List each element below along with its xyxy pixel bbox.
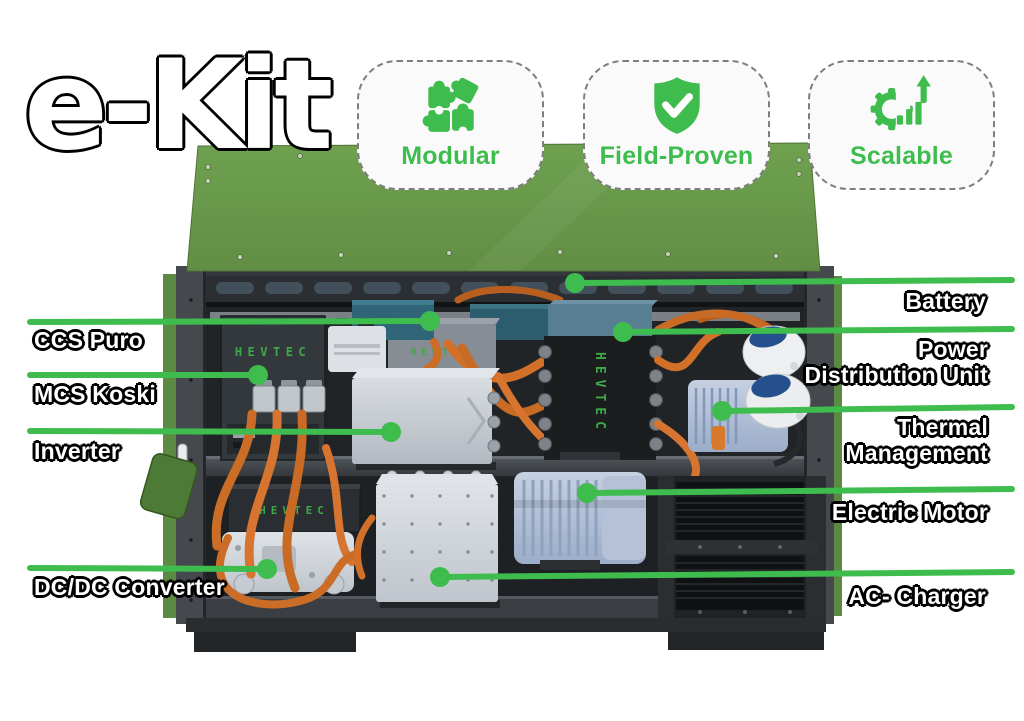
badge-label: Modular <box>401 142 500 170</box>
callout-label-ccs-puro: CCS Puro <box>34 327 143 353</box>
callout-line-ac-charger <box>430 567 1015 587</box>
badge-field-proven: Field-Proven <box>583 60 770 190</box>
callout-line-battery <box>565 273 1015 293</box>
callout-label-inverter: Inverter <box>34 438 120 464</box>
callout-label-ac-charger: AC- Charger <box>848 583 986 609</box>
callout-dot <box>565 273 585 293</box>
callout-line-power-distribution-unit <box>613 322 1015 342</box>
badge-label: Field-Proven <box>599 142 754 170</box>
control-unit <box>328 318 386 372</box>
badge-modular: Modular <box>357 60 544 190</box>
callout-line-thermal-management <box>712 401 1015 421</box>
page-title: e-Kit <box>24 34 333 178</box>
callout-line-dcdc-converter <box>27 559 277 579</box>
callout-label-dcdc-converter: DC/DC Converter <box>34 574 225 600</box>
callout-dot <box>577 483 597 503</box>
callout-label-power-distribution-unit: Power Distribution Unit <box>804 336 988 389</box>
callout-line-mcs-koski <box>27 365 268 385</box>
hevtec-logo-text: HEVTEC <box>592 352 607 435</box>
hevtec-logo-text: HEVTEC <box>235 345 311 359</box>
battery-pdu-unit: HEVTEC <box>538 300 663 460</box>
puzzle-icon <box>422 77 478 136</box>
callout-label-electric-motor: Electric Motor <box>831 499 988 525</box>
callout-dot <box>420 311 440 331</box>
callout-line-electric-motor <box>577 483 1015 503</box>
coolant-tanks <box>742 325 811 467</box>
gear-growth-icon <box>870 75 931 131</box>
callout-label-battery: Battery <box>905 288 986 314</box>
callout-dot <box>257 559 277 579</box>
callout-line-inverter <box>27 422 401 442</box>
callout-dot <box>430 567 450 587</box>
callout-lines <box>27 273 1015 587</box>
radiator-unit <box>658 476 826 618</box>
callout-dot <box>381 422 401 442</box>
badge-scalable: Scalable <box>808 60 995 190</box>
callout-label-mcs-koski: MCS Koski <box>34 381 156 407</box>
callout-dot <box>712 401 732 421</box>
callout-dot <box>248 365 268 385</box>
badge-label: Scalable <box>849 142 954 170</box>
callout-label-thermal-management: Thermal Management <box>845 414 988 467</box>
shield-check-icon <box>653 77 700 134</box>
callout-line-ccs-puro <box>27 311 440 331</box>
inverter-unit <box>352 368 501 470</box>
ac-charger-unit <box>376 470 500 608</box>
callout-dot <box>613 322 633 342</box>
